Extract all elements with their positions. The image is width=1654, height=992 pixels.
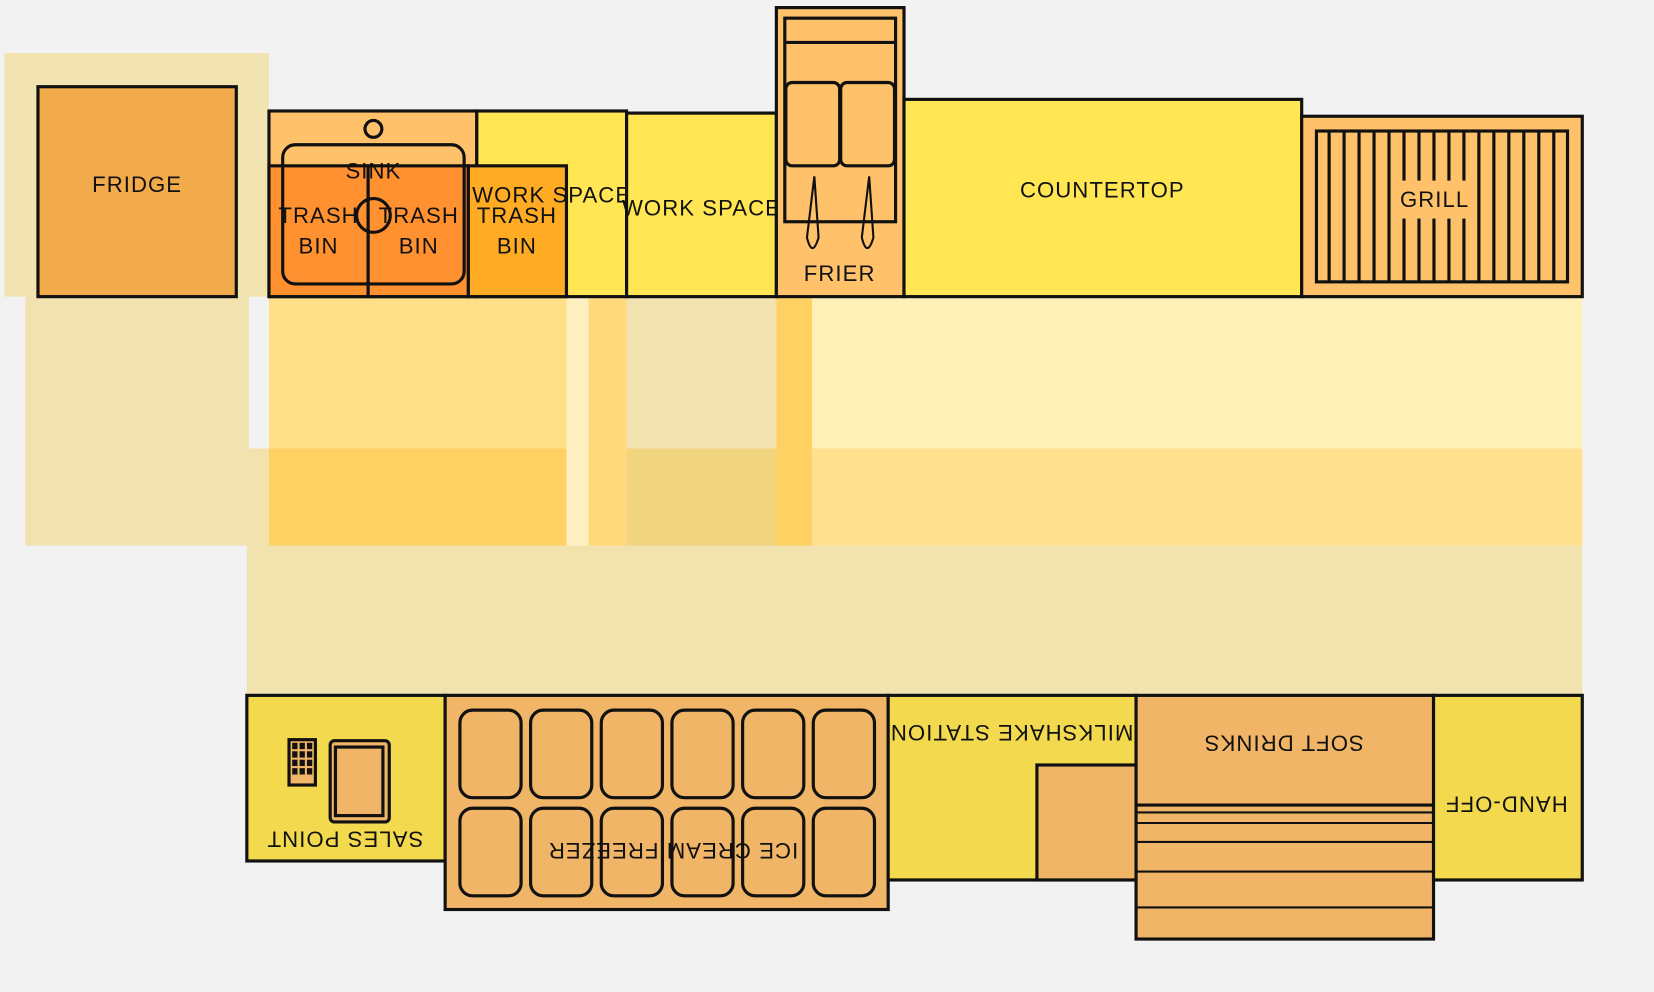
keypad-key	[299, 768, 305, 775]
zone-frier	[776, 296, 813, 546]
zone-gap	[566, 296, 589, 546]
zone-trash	[588, 296, 627, 546]
ice-cream-tub	[741, 806, 806, 898]
fridge[interactable]: FRIDGE	[36, 85, 238, 299]
ice-cream-tub	[458, 806, 523, 898]
freezer-tubs	[458, 708, 877, 898]
grill-bars	[1327, 131, 1556, 282]
ice-cream-tub	[458, 708, 523, 800]
keypad-key	[292, 751, 298, 758]
keypad-key	[292, 759, 298, 767]
countertop[interactable]: COUNTERTOP	[902, 97, 1304, 299]
fry-basket-left	[784, 80, 842, 168]
work-zones	[4, 52, 1583, 696]
sink-label: SINK	[345, 158, 401, 183]
zone-workspace	[626, 296, 777, 449]
trash-bin-right[interactable]: TRASH BIN	[366, 164, 470, 299]
trash-bin-right-label-2: BIN	[399, 233, 439, 258]
work-space-2[interactable]: WORK SPACE	[622, 111, 781, 299]
grill-label: GRILL	[1400, 187, 1469, 212]
hand-off[interactable]: HAND-OFF	[1431, 693, 1584, 882]
work-space-2-label: WORK SPACE	[622, 195, 781, 220]
keypad-key	[299, 742, 305, 750]
zone-counter	[812, 296, 1583, 449]
ice-cream-freezer[interactable]: ICE CREAM FREEZER	[443, 693, 890, 912]
keypad-key	[292, 742, 298, 750]
keypad-key	[306, 759, 313, 767]
sales-point-label: SALES POINT	[267, 826, 424, 851]
fry-basket-right	[839, 80, 897, 168]
trash-bin-third[interactable]: TRASH BIN	[466, 164, 569, 299]
fridge-label: FRIDGE	[92, 172, 182, 197]
trash-bin-left-label: TRASH	[278, 203, 358, 228]
basket-handle-left	[805, 176, 820, 250]
basket-handle-right	[860, 176, 875, 250]
ice-cream-tub	[670, 708, 735, 800]
trash-bin-third-label: TRASH	[477, 203, 557, 228]
ice-cream-tub	[811, 708, 877, 800]
keypad-key	[299, 751, 305, 758]
milkshake-machine	[1035, 763, 1138, 882]
keypad-key	[292, 768, 298, 775]
trash-bin-third-label-2: BIN	[497, 233, 537, 258]
keypad-grid	[292, 742, 313, 775]
faucet-icon	[363, 118, 384, 139]
sink-basin	[281, 143, 466, 286]
frier[interactable]: FRIER	[774, 6, 906, 299]
zone-left-column	[25, 296, 249, 546]
ice-cream-tub	[529, 806, 594, 898]
trash-bin-left[interactable]: TRASH BIN	[267, 164, 370, 299]
soft-drinks[interactable]: SOFT DRINKS	[1134, 693, 1436, 941]
keypad-key	[306, 768, 313, 775]
drain-icon	[354, 196, 392, 234]
ice-cream-tub	[741, 708, 806, 800]
ice-cream-freezer-label: ICE CREAM FREEZER	[548, 838, 798, 863]
trash-bin-left-label-2: BIN	[299, 233, 339, 258]
ice-cream-tub	[670, 806, 735, 898]
keypad-key	[306, 751, 313, 758]
milkshake-station[interactable]: MILKSHAKE STATION	[886, 693, 1138, 882]
ice-cream-tub	[811, 806, 877, 898]
grill[interactable]: GRILL	[1300, 114, 1584, 299]
zone-sink-lower	[268, 448, 567, 546]
ice-cream-tub	[529, 708, 594, 800]
hand-off-label: HAND-OFF	[1445, 792, 1568, 817]
keypad-key	[299, 759, 305, 767]
zone-counter-lower	[812, 448, 1583, 546]
countertop-label: COUNTERTOP	[1020, 177, 1185, 202]
soft-drinks-label: SOFT DRINKS	[1204, 730, 1364, 755]
ice-cream-tub	[599, 806, 665, 898]
work-space-1-label: WORK SPACE	[472, 183, 631, 208]
frier-label: FRIER	[804, 261, 876, 286]
register-screen-icon	[328, 739, 391, 824]
sales-point[interactable]: SALES POINT	[245, 693, 447, 863]
ice-cream-tub	[599, 708, 665, 800]
zone-sink	[268, 296, 567, 449]
grill-label-bg	[1394, 180, 1475, 219]
milkshake-station-label: MILKSHAKE STATION	[890, 720, 1133, 745]
zone-workspace-lower	[626, 448, 777, 546]
keypad-key	[306, 742, 313, 750]
